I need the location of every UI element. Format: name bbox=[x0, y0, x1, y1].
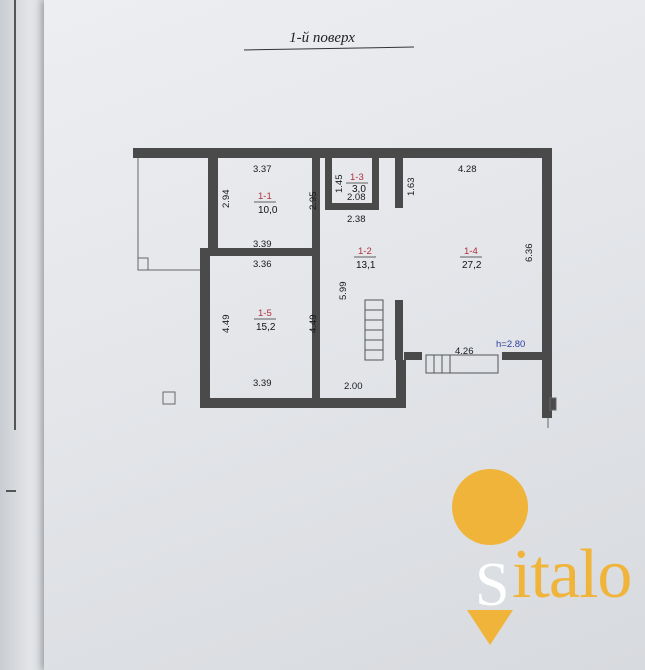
room-1-4-id: 1-4 bbox=[464, 246, 478, 257]
room-1-3-area: 3,0 bbox=[352, 184, 366, 195]
stairs bbox=[364, 299, 499, 374]
ceiling-height: h=2.80 bbox=[496, 339, 525, 350]
dim-r13-height: 1.45 bbox=[334, 175, 345, 194]
room-1-5-area: 15,2 bbox=[256, 322, 276, 333]
dim-r11-right: 2.95 bbox=[308, 192, 319, 211]
background-sheet bbox=[0, 0, 50, 670]
dim-r12-left: 1.63 bbox=[406, 178, 417, 197]
dim-r15-top: 3.36 bbox=[253, 259, 272, 270]
svg-text:S: S bbox=[475, 551, 509, 619]
dim-r14-right: 6.36 bbox=[524, 244, 535, 263]
room-1-2-area: 13,1 bbox=[356, 260, 376, 271]
dim-r13-width: 2.08 bbox=[347, 192, 366, 203]
dim-r15-right: 4.49 bbox=[308, 315, 319, 334]
room-1-5-id: 1-5 bbox=[258, 308, 272, 319]
dim-r12-top: 2.38 bbox=[347, 214, 366, 225]
dim-r11-left: 2.94 bbox=[221, 190, 232, 209]
room-1-1-id: 1-1 bbox=[258, 191, 272, 202]
dim-r15-left: 4.49 bbox=[221, 315, 232, 334]
dim-r12-bottom: 2.00 bbox=[344, 381, 363, 392]
dim-r11-top: 3.37 bbox=[253, 164, 272, 175]
dim-r14-bottom: 4.26 bbox=[455, 346, 474, 357]
dim-r11-bottom: 3.39 bbox=[253, 239, 272, 250]
room-1-2-id: 1-2 bbox=[358, 246, 372, 257]
floor-title: 1-й поверх bbox=[289, 30, 355, 46]
walls bbox=[133, 148, 552, 418]
dim-r14-top: 4.28 bbox=[458, 164, 477, 175]
dim-r15-bottom: 3.39 bbox=[253, 378, 272, 389]
extension-lines bbox=[137, 158, 557, 428]
dim-r12-height: 5.99 bbox=[338, 282, 349, 301]
room-1-1-area: 10,0 bbox=[258, 205, 278, 216]
logo-wordmark: italo bbox=[512, 536, 632, 613]
sitalo-logo-icon: S bbox=[452, 468, 529, 645]
room-1-3-id: 1-3 bbox=[350, 172, 364, 183]
room-1-4-area: 27,2 bbox=[462, 260, 482, 271]
